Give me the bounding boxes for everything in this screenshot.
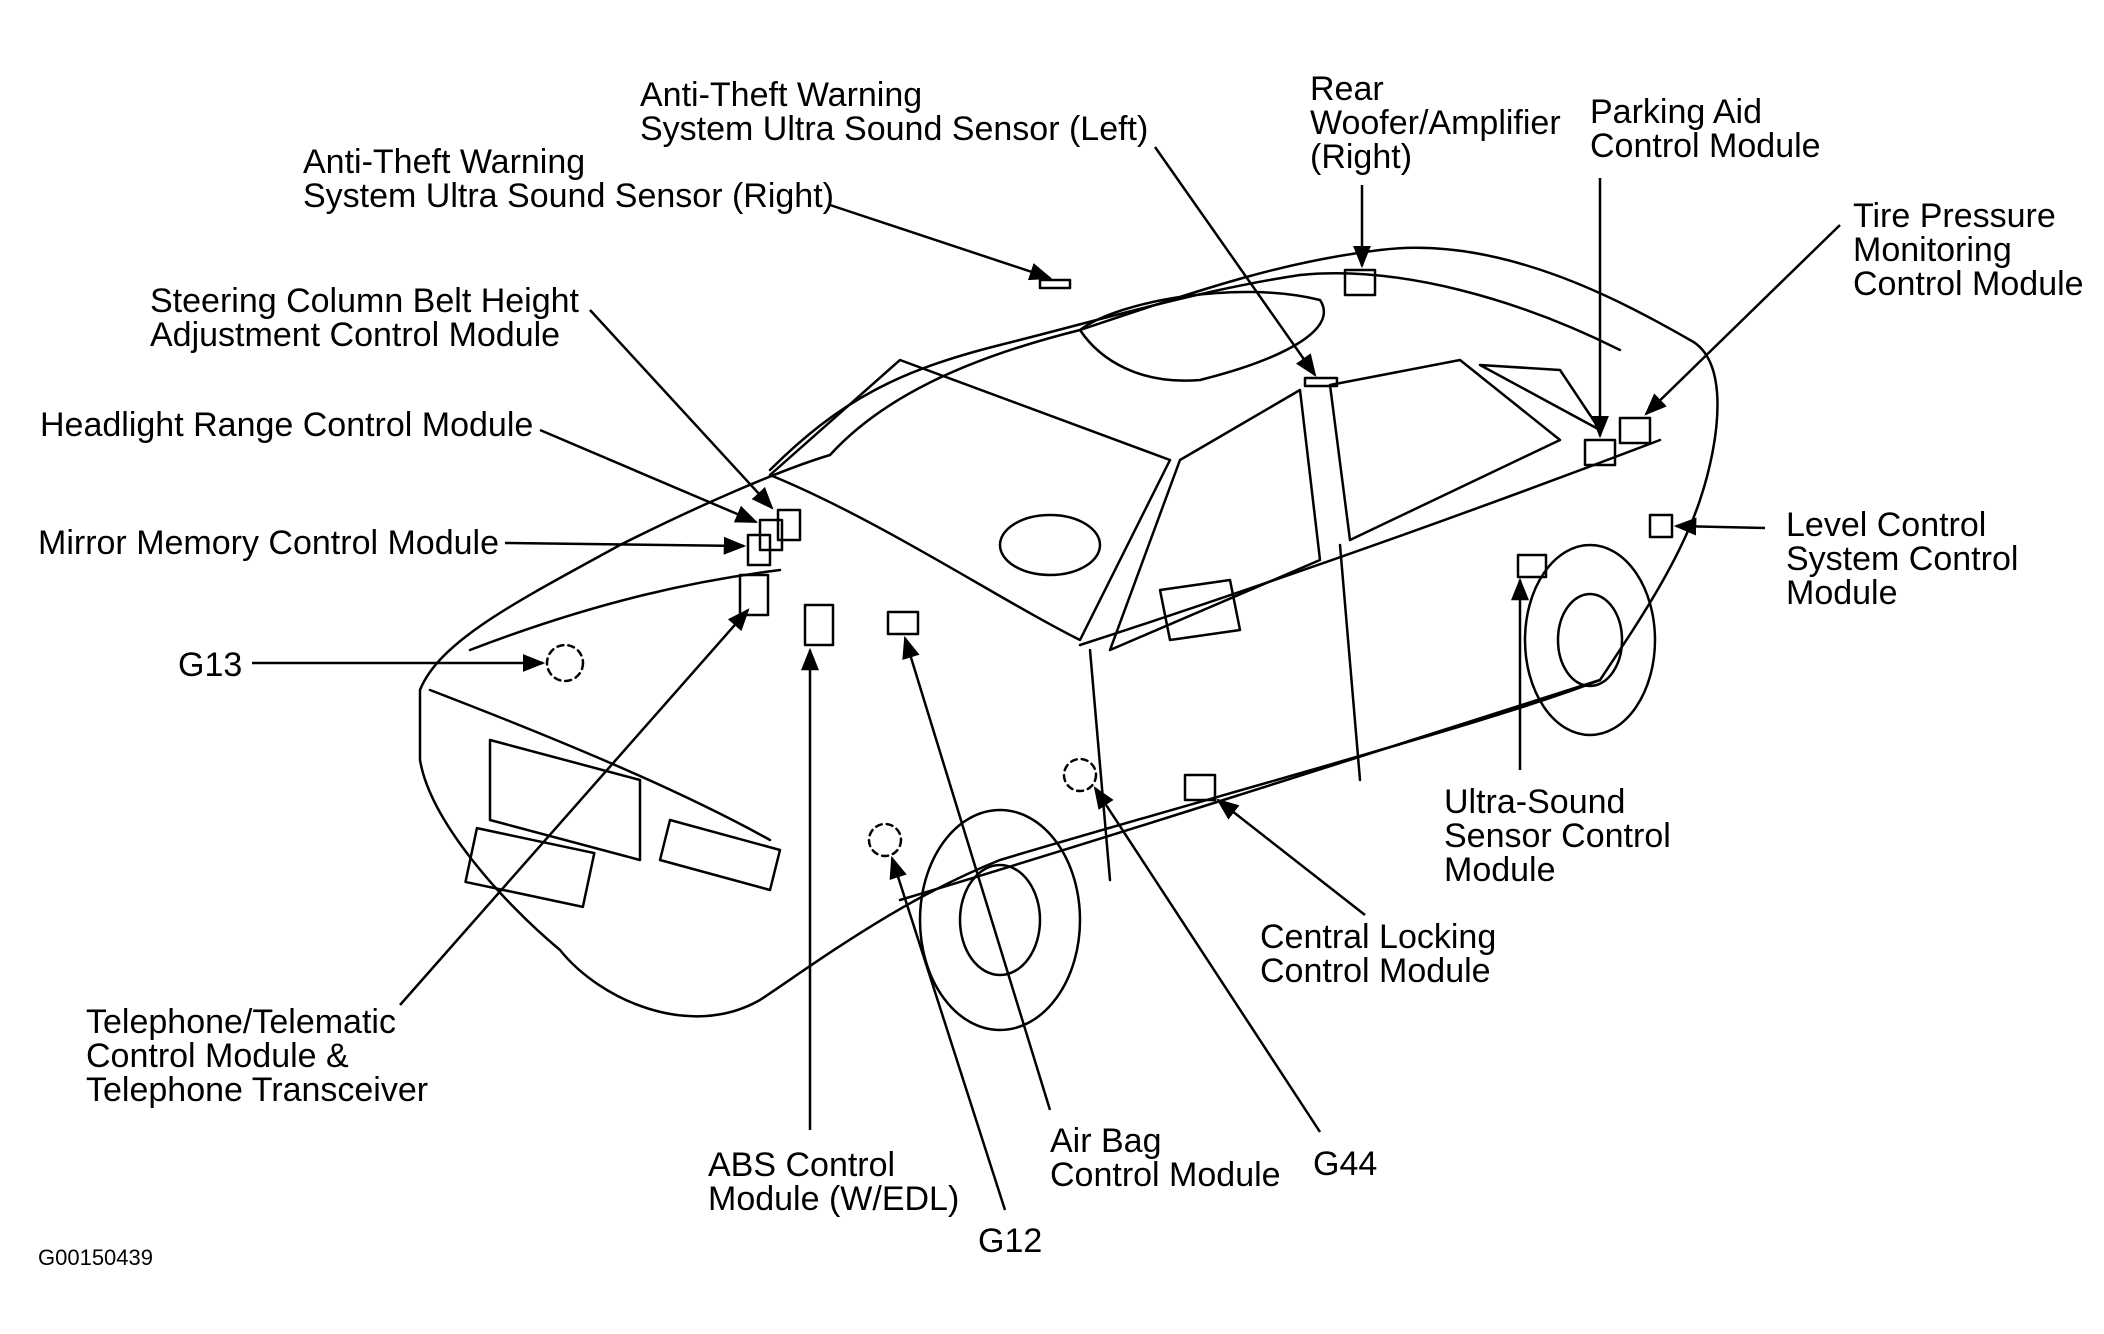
label-headlight-range: Headlight Range Control Module <box>40 406 534 444</box>
anti-theft-left-sensor <box>1303 376 1339 388</box>
front-wheel <box>918 808 1082 1032</box>
hood-crease <box>468 568 782 652</box>
windshield <box>768 358 1172 642</box>
leader-anti-theft-left <box>1153 146 1317 377</box>
g13-sensor <box>545 643 585 683</box>
label-level-control: Level Control System Control Module <box>1786 506 2019 612</box>
license-plate <box>464 826 596 909</box>
car-body-outline <box>418 246 1719 1018</box>
label-g44: G44 <box>1313 1145 1378 1183</box>
abs-module <box>803 603 835 647</box>
telephone-module <box>738 573 770 617</box>
leader-air-bag <box>902 635 1052 1111</box>
parking-aid-module <box>1583 438 1617 467</box>
label-anti-theft-right: Anti-Theft Warning System Ultra Sound Se… <box>303 143 834 215</box>
rear-wheel-hub <box>1556 592 1624 688</box>
label-air-bag: Air Bag Control Module <box>1050 1122 1281 1194</box>
leader-anti-theft-right <box>829 203 1053 281</box>
anti-theft-right-sensor <box>1038 278 1072 290</box>
rear-woofer-module <box>1343 268 1377 297</box>
door-line-front <box>1088 648 1112 882</box>
door-line-rear <box>1338 543 1362 782</box>
ultra-sound-module <box>1516 553 1548 579</box>
label-tire-pressure: Tire Pressure Monitoring Control Module <box>1853 197 2084 303</box>
leader-telephone <box>399 608 750 1006</box>
hood-line <box>428 688 772 842</box>
label-mirror-memory: Mirror Memory Control Module <box>38 524 499 562</box>
level-control-module <box>1648 513 1674 539</box>
front-wheel-hub <box>958 863 1042 977</box>
label-central-locking: Central Locking Control Module <box>1260 918 1497 990</box>
beltline <box>1078 438 1662 647</box>
grille <box>488 738 642 862</box>
side-mirror <box>1158 578 1242 642</box>
leader-mirror-memory <box>504 536 747 555</box>
rear-wheel <box>1523 543 1657 737</box>
leader-g12 <box>889 855 1007 1211</box>
label-rear-woofer: Rear Woofer/Amplifier (Right) <box>1310 70 1561 176</box>
air-bag-module <box>886 610 920 636</box>
g44-sensor <box>1062 757 1098 793</box>
label-telephone: Telephone/Telematic Control Module & Tel… <box>86 1003 429 1109</box>
leader-tire-pressure <box>1644 224 1841 416</box>
label-abs: ABS Control Module (W/EDL) <box>708 1146 960 1218</box>
side-windows <box>1108 358 1602 652</box>
mirror-memory-module <box>746 533 772 567</box>
leader-central-locking <box>1216 798 1366 916</box>
steering-wheel <box>998 513 1102 577</box>
leader-steering-column <box>589 309 774 510</box>
leader-headlight-range <box>539 428 759 524</box>
headlight <box>658 818 782 892</box>
leader-level-control <box>1673 517 1766 536</box>
steering-column-module <box>776 508 802 542</box>
sill-line <box>898 678 1602 902</box>
tire-pressure-module <box>1618 416 1652 445</box>
roof-outline <box>768 272 1622 472</box>
label-steering-column: Steering Column Belt Height Adjustment C… <box>150 282 580 354</box>
g12-sensor <box>867 822 903 858</box>
label-g13: G13 <box>178 646 243 684</box>
central-locking-module <box>1183 773 1217 802</box>
label-anti-theft-left: Anti-Theft Warning System Ultra Sound Se… <box>640 76 1149 148</box>
leader-g44 <box>1093 786 1322 1133</box>
sunroof <box>1078 290 1326 382</box>
label-g12: G12 <box>978 1222 1043 1260</box>
label-parking-aid: Parking Aid Control Module <box>1590 93 1821 165</box>
figure-code: G00150439 <box>38 1245 153 1270</box>
label-ultra-sound: Ultra-Sound Sensor Control Module <box>1444 783 1671 889</box>
